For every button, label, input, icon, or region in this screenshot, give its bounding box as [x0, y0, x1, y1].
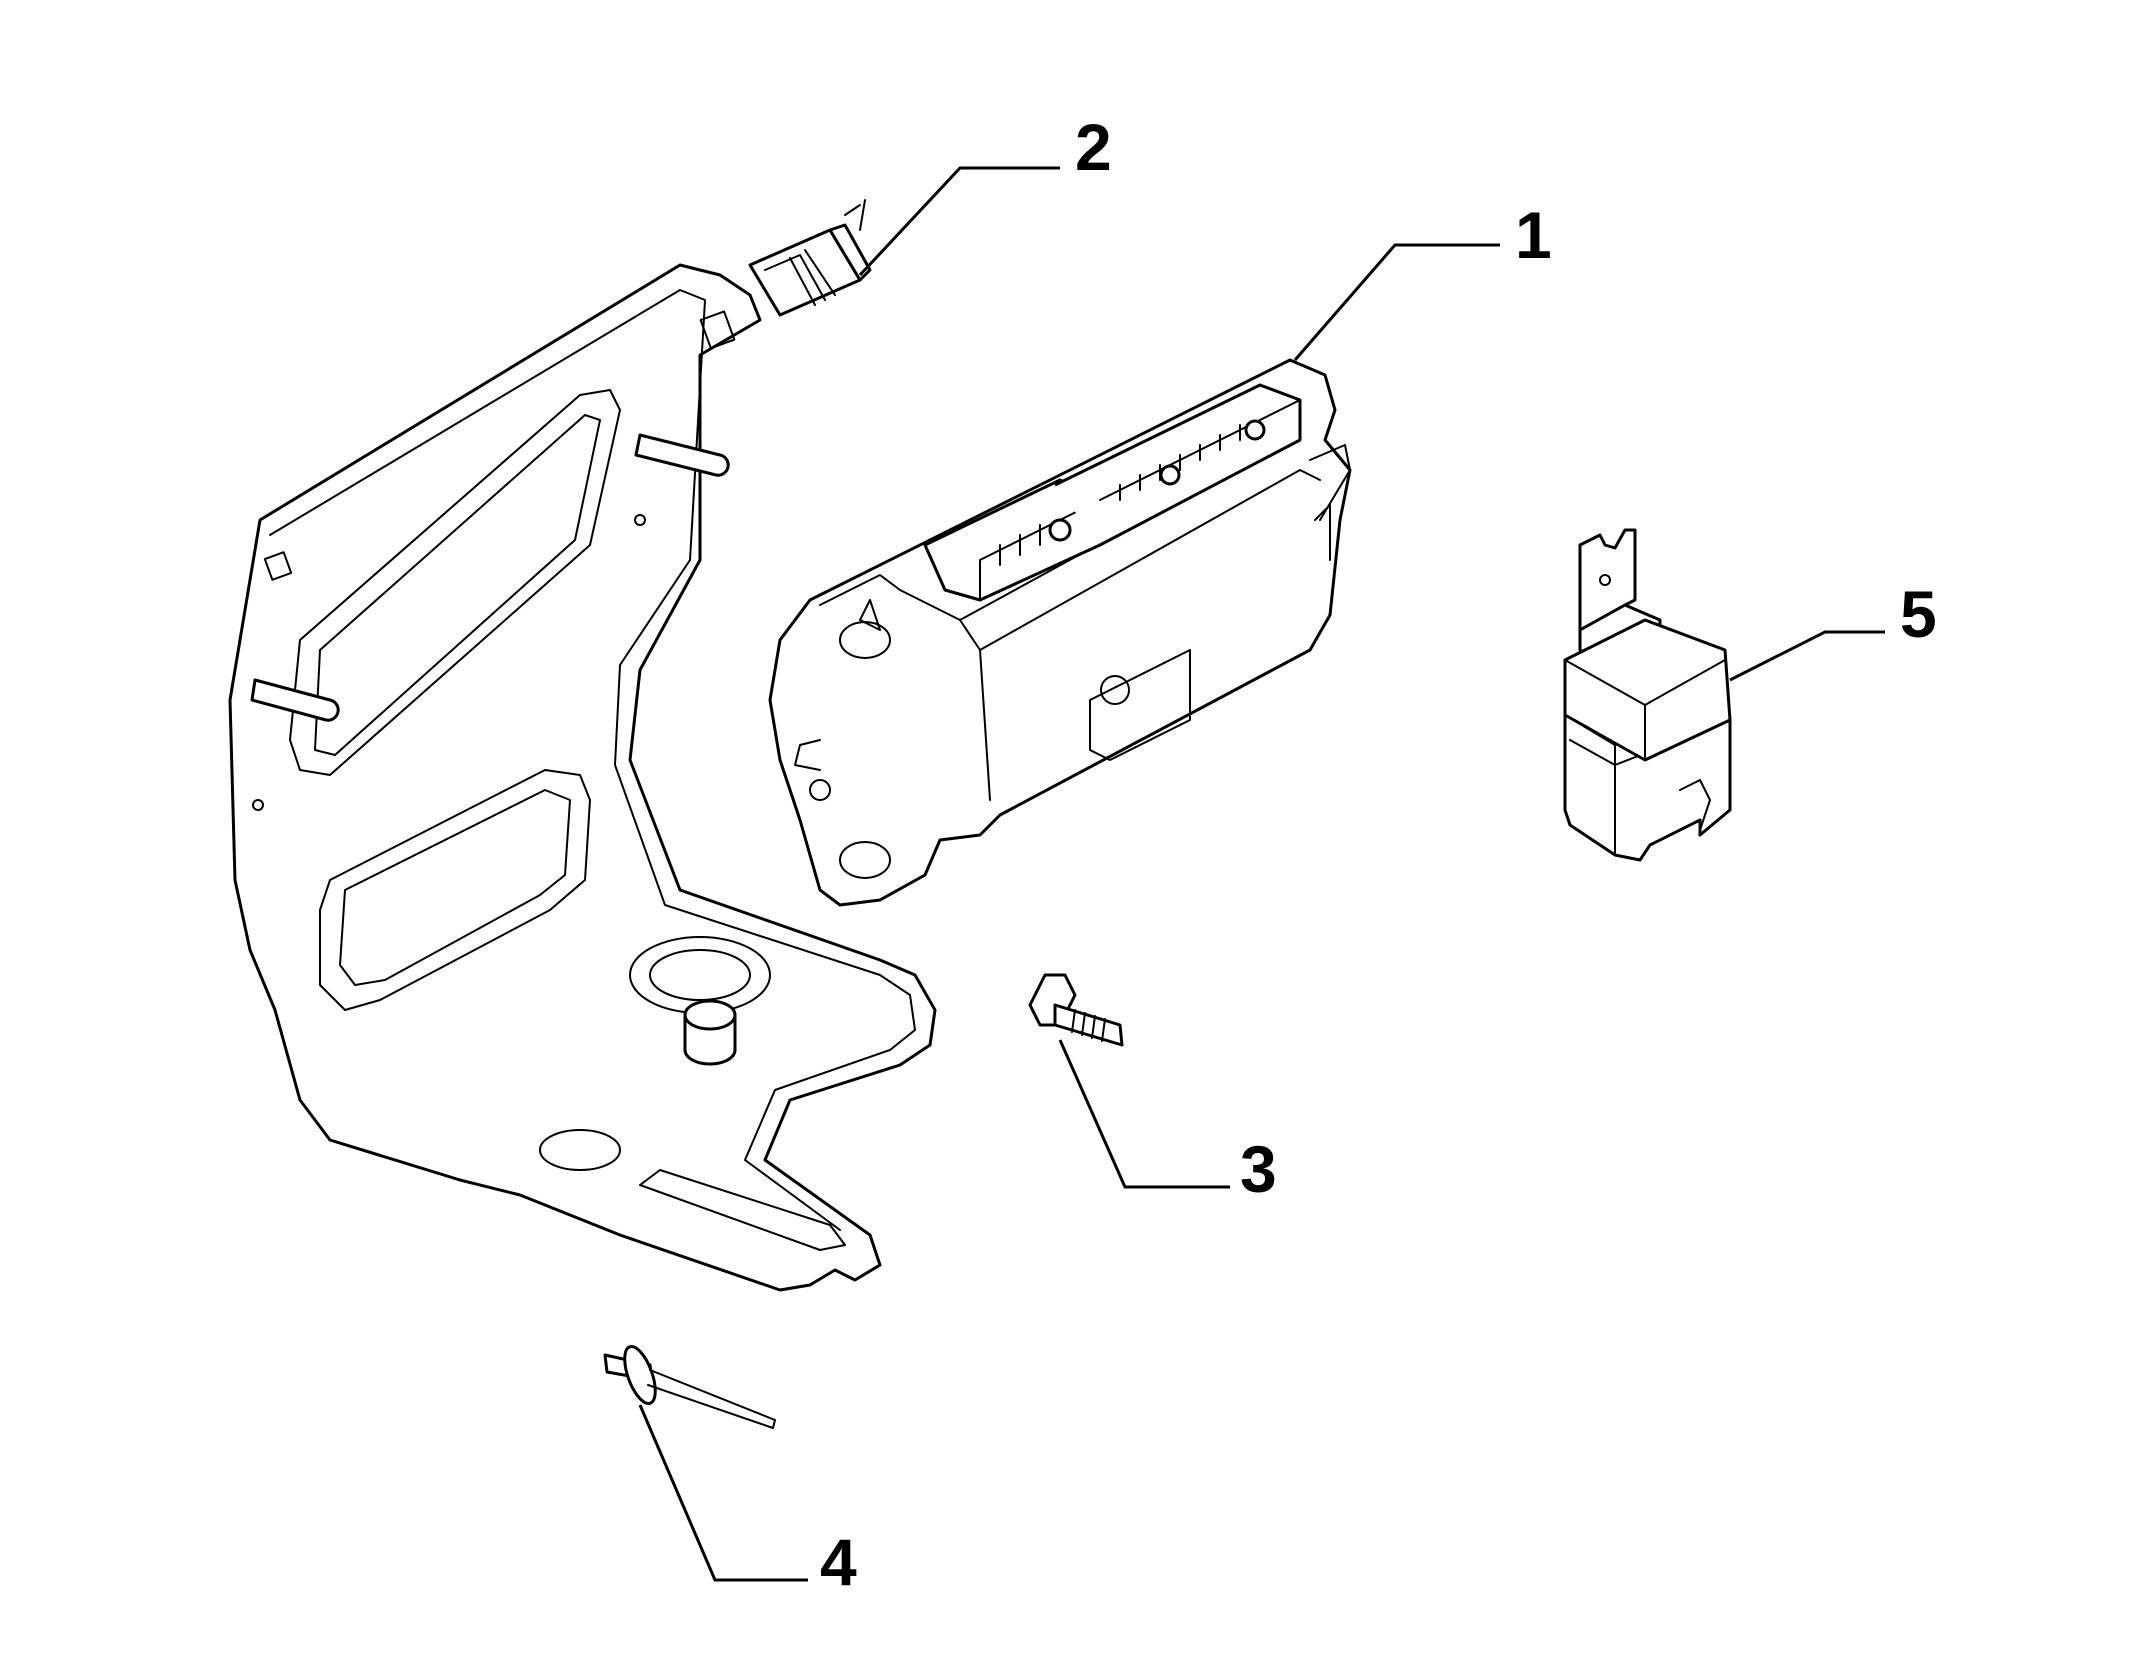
- callout-leader-2: [858, 166, 1060, 277]
- callout-label-1: 1: [1515, 198, 1552, 272]
- callout-label-3: 3: [1240, 1132, 1277, 1206]
- relay: [1563, 528, 1732, 862]
- control-unit: [768, 358, 1352, 907]
- callout-label-5: 5: [1900, 577, 1937, 651]
- wiring-connector: [748, 199, 872, 317]
- mounting-bracket: [228, 263, 937, 1292]
- bolt: [1028, 973, 1124, 1047]
- callout-leader-3: [1058, 1039, 1230, 1189]
- rivet: [603, 1345, 776, 1429]
- callout-leader-4: [638, 1404, 808, 1582]
- callout-leader-1: [1293, 243, 1500, 361]
- callout-label-4: 4: [820, 1525, 857, 1599]
- callout-leader-5: [1729, 630, 1885, 682]
- callout-label-2: 2: [1075, 110, 1112, 184]
